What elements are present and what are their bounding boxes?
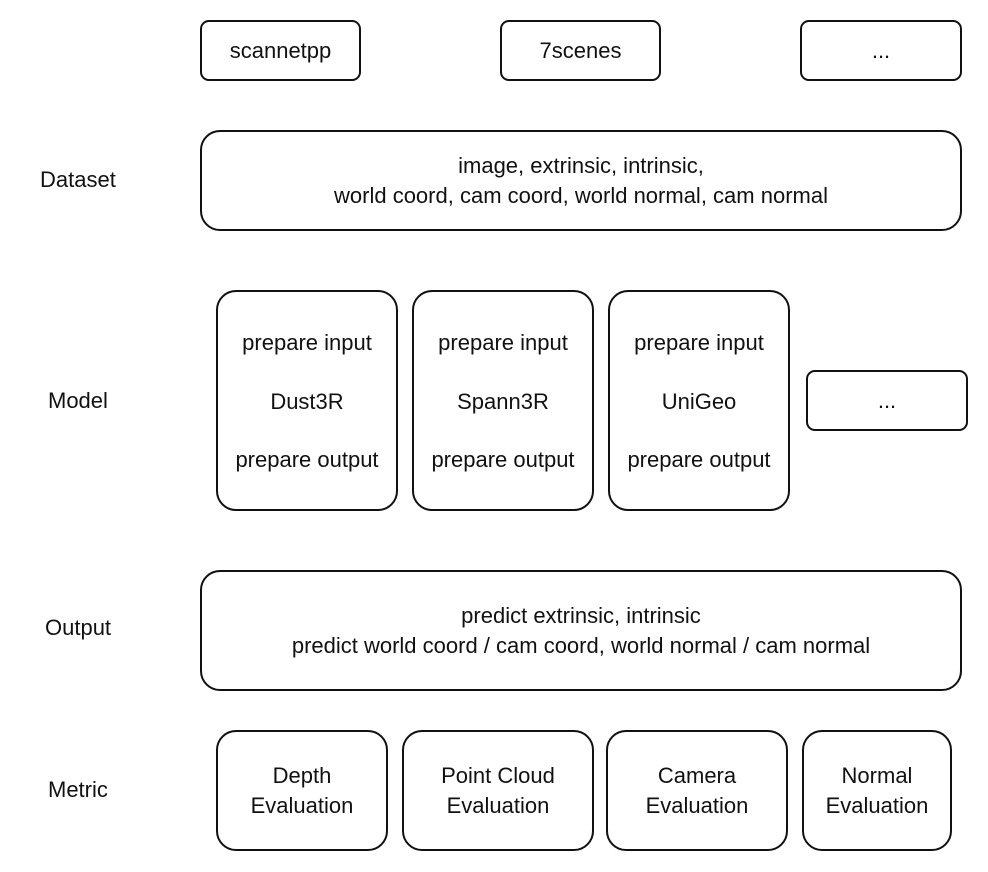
metric-title: Camera [657, 762, 737, 788]
model-prepare-input: prepare input [634, 330, 764, 355]
model-prepare-output: prepare output [235, 447, 379, 472]
output-fields-box: predict extrinsic, intrinsic predict wor… [200, 570, 962, 691]
model-name: Spann3R [457, 388, 549, 414]
model-box-spann3r: prepare input Spann3R prepare output [412, 290, 594, 511]
dataset-box-7scenes: 7scenes [500, 20, 661, 81]
dataset-name: 7scenes [539, 37, 622, 63]
metric-title: Normal [841, 762, 913, 788]
metric-title: Depth [272, 762, 332, 788]
dataset-fields-line: image, extrinsic, intrinsic, [458, 152, 704, 178]
metric-subtitle: Evaluation [645, 792, 749, 818]
dataset-name: scannetpp [229, 37, 332, 63]
model-prepare-output: prepare output [431, 447, 575, 472]
metric-subtitle: Evaluation [446, 792, 550, 818]
dataset-fields-box: image, extrinsic, intrinsic, world coord… [200, 130, 962, 231]
layer-label-metric: Metric [48, 777, 108, 802]
output-fields-line: predict world coord / cam coord, world n… [291, 632, 871, 658]
dataset-box-scannetpp: scannetpp [200, 20, 361, 81]
model-box-unigeo: prepare input UniGeo prepare output [608, 290, 790, 511]
output-fields-line: predict extrinsic, intrinsic [461, 602, 701, 628]
model-name: Dust3R [270, 388, 344, 414]
metric-box-normal: Normal Evaluation [802, 730, 952, 851]
model-prepare-input: prepare input [438, 330, 568, 355]
layer-label-model: Model [48, 388, 108, 413]
metric-title: Point Cloud [441, 762, 555, 788]
model-prepare-input: prepare input [242, 330, 372, 355]
model-box-dust3r: prepare input Dust3R prepare output [216, 290, 398, 511]
dataset-name: ... [871, 37, 891, 63]
model-box-more: ... [806, 370, 968, 431]
layer-label-output: Output [45, 615, 112, 640]
dataset-fields-line: world coord, cam coord, world normal, ca… [334, 182, 828, 208]
metric-subtitle: Evaluation [825, 792, 929, 818]
model-prepare-output: prepare output [627, 447, 771, 472]
model-name: UniGeo [661, 388, 737, 414]
metric-box-depth: Depth Evaluation [216, 730, 388, 851]
metric-box-camera: Camera Evaluation [606, 730, 788, 851]
metric-subtitle: Evaluation [250, 792, 354, 818]
model-more-text: ... [877, 387, 897, 413]
metric-box-point-cloud: Point Cloud Evaluation [402, 730, 594, 851]
layer-label-dataset: Dataset [40, 167, 116, 192]
dataset-box-more: ... [800, 20, 962, 81]
